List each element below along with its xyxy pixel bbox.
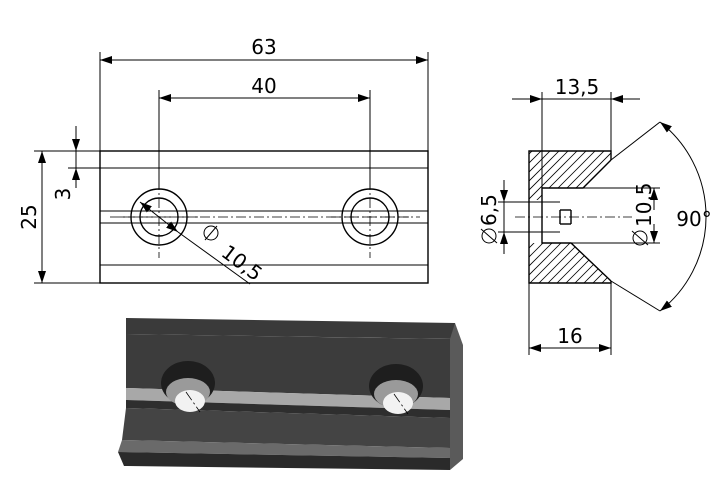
- hatch-line: [410, 230, 475, 295]
- dim-16-label: 16: [557, 324, 582, 348]
- hatch-line: [653, 140, 713, 210]
- hatch-line: [529, 243, 584, 283]
- counterbore-hole-right: [331, 180, 409, 258]
- hatch-line: [689, 140, 713, 210]
- hatch-line: [338, 230, 403, 295]
- dimension-angle-90: 90°: [659, 121, 712, 312]
- render-end-face: [450, 323, 463, 470]
- dimension-3: 3: [51, 126, 100, 200]
- front-view: 63 40 25 3 10,: [17, 35, 429, 286]
- dimension-16: 16: [528, 283, 612, 355]
- dim-counterbore-label: 10,5: [217, 240, 267, 286]
- hatch-line: [356, 230, 421, 295]
- dim-3-label: 3: [51, 188, 75, 201]
- render-bottom-face: [118, 452, 450, 470]
- hatch-line: [529, 243, 566, 283]
- hatch-line: [662, 230, 713, 295]
- hatch-line: [671, 230, 713, 295]
- hatch-line: [698, 230, 713, 295]
- hatch-line: [698, 140, 713, 210]
- dim-hole-label: 6,5: [477, 194, 501, 226]
- hatch-line: [392, 230, 457, 295]
- hatch-line: [680, 140, 713, 210]
- hatch-line: [689, 230, 713, 295]
- hatch-line: [401, 230, 466, 295]
- render-top-face: [126, 318, 455, 339]
- diameter-symbol-icon: [632, 230, 648, 246]
- dim-25-label: 25: [17, 204, 41, 229]
- hatch-line: [544, 243, 611, 283]
- diameter-symbol-icon: [481, 228, 497, 244]
- hatch-line: [571, 243, 611, 283]
- hatch-line: [329, 230, 394, 295]
- front-outline: [99, 150, 429, 284]
- hatch-line: [553, 243, 611, 283]
- hatch-line: [529, 243, 593, 283]
- dim-cb-diameter-label: 10,5: [632, 182, 656, 227]
- hatch-line: [707, 230, 713, 295]
- render-hole-right: [369, 364, 423, 415]
- hatch-line: [437, 230, 502, 295]
- dimension-25: 25: [17, 150, 100, 284]
- hatch-line: [529, 243, 548, 283]
- dim-13-5-label: 13,5: [555, 75, 600, 99]
- dimension-counterbore-diameter: 10,5: [571, 182, 660, 246]
- render-lower-face: [122, 408, 450, 448]
- render-slot-dark: [126, 400, 450, 418]
- dimension-hole-6-5: 6,5: [477, 180, 560, 254]
- dimension-40: 40: [158, 74, 371, 189]
- hatch-line: [617, 230, 682, 295]
- dimension-63: 63: [99, 35, 429, 151]
- hatch-line: [589, 243, 611, 283]
- render-hole-left: [161, 361, 215, 413]
- dimension-13-5: 13,5: [512, 75, 640, 188]
- hatch-line: [455, 230, 520, 295]
- dim-angle-label: 90°: [676, 207, 711, 231]
- hatch-line: [635, 230, 700, 295]
- isometric-render: [118, 318, 463, 470]
- dim-40-label: 40: [251, 74, 276, 98]
- hatch-line: [671, 140, 713, 210]
- hatch-line: [529, 243, 575, 283]
- hatch-line: [707, 140, 713, 210]
- hatch-line: [419, 230, 484, 295]
- hatch-line: [347, 230, 412, 295]
- hatch-line: [529, 243, 530, 283]
- side-bore: [541, 159, 612, 282]
- hatch-line: [365, 230, 430, 295]
- counterbore-hole-left: [120, 180, 198, 258]
- hatch-line: [626, 230, 691, 295]
- hatch-line: [383, 230, 448, 295]
- hatch-line: [529, 243, 557, 283]
- hatch-line: [374, 230, 439, 295]
- hatch-line: [446, 230, 511, 295]
- side-view: 13,5 16 6,5 10,5: [329, 75, 713, 355]
- hatch-line: [535, 243, 602, 283]
- dim-63-label: 63: [251, 35, 276, 59]
